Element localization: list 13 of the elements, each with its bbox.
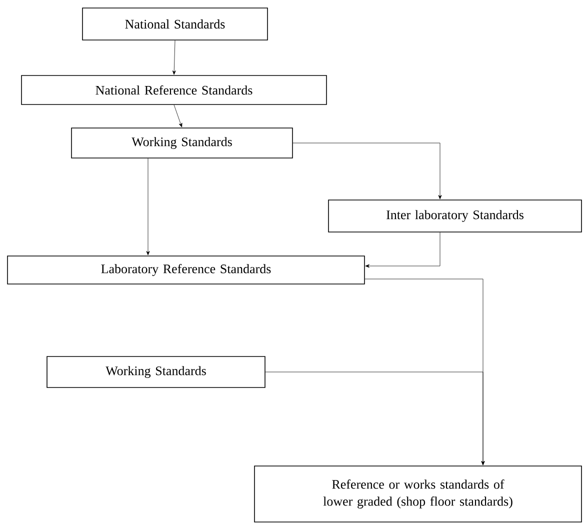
arrow: [172, 40, 176, 75]
arrow: [146, 158, 150, 256]
standard-box: Laboratory Reference Standards: [7, 256, 365, 284]
standard-box: National Reference Standards: [21, 75, 327, 105]
standard-box: National Standards: [82, 8, 268, 40]
standard-box: Working Standards: [71, 128, 293, 158]
standard-box: Reference or works standards of lower graded (shop floor standards): [254, 466, 582, 522]
standard-box: Working Standards: [46, 356, 266, 388]
arrow: [265, 372, 485, 466]
arrow: [365, 232, 440, 268]
arrow: [174, 104, 182, 128]
arrow: [292, 142, 442, 200]
standard-box: Inter laboratory Standards: [328, 200, 582, 232]
